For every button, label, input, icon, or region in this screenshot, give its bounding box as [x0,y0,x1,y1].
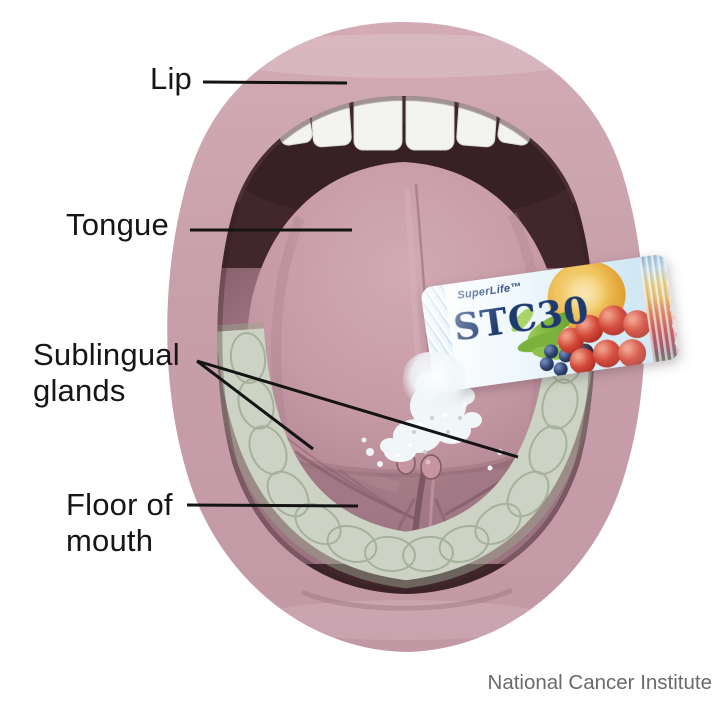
label-sublingual-glands: Sublingual glands [33,337,180,408]
sublingual-pointer-line-right [196,359,519,459]
label-floor-of-mouth: Floor of mouth [66,487,173,558]
label-lip: Lip [150,61,192,96]
lip-pointer-line [202,80,348,85]
upper-lip-highlight [219,34,589,78]
label-tongue: Tongue [66,207,169,242]
mouth-interior [217,96,595,594]
tongue-shape [246,162,561,474]
floor-pointer-line [186,503,359,508]
label-pointer-lines [186,80,519,508]
image-credit: National Cancer Institute [487,671,712,694]
lower-lip-highlight [254,600,554,640]
sublingual-pointer-line-left [196,359,314,451]
